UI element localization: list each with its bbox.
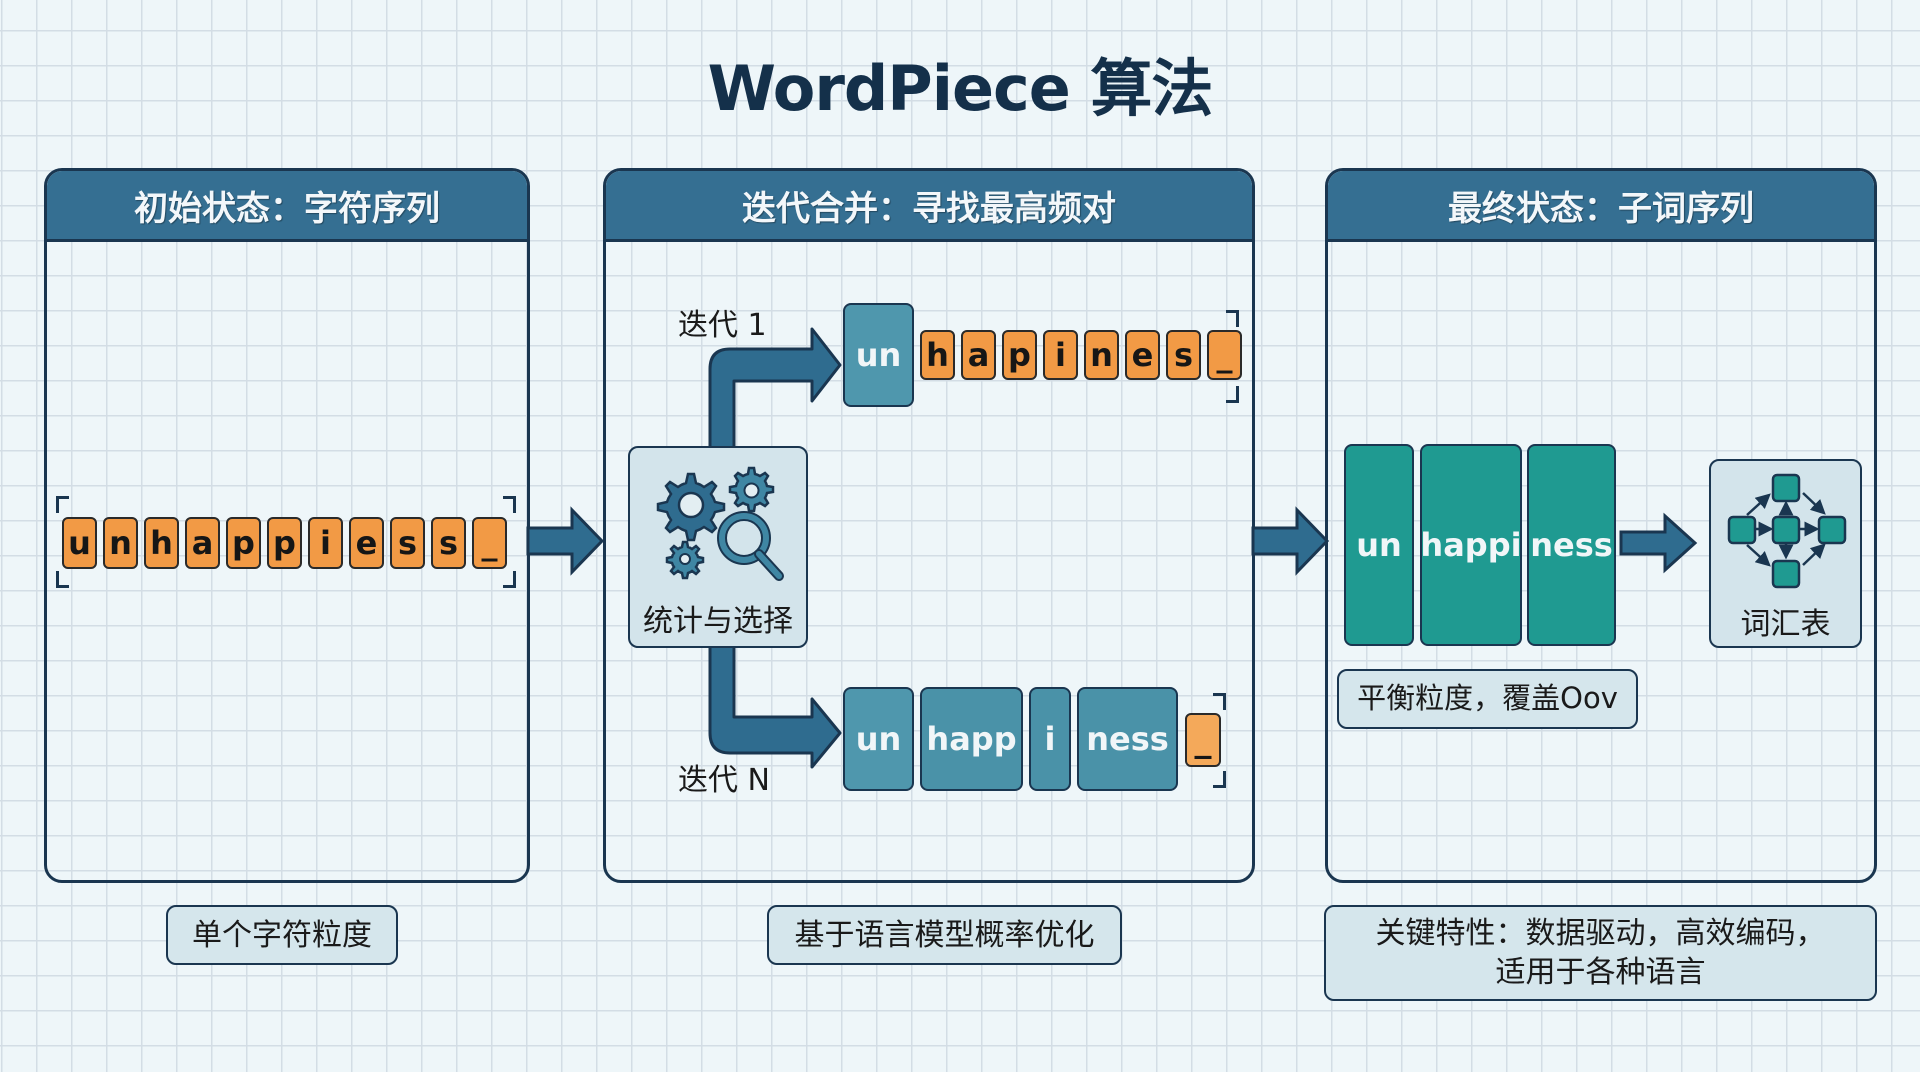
panel-final-state: 最终状态：子词序列	[1325, 168, 1877, 883]
branch-arrow-up-icon	[708, 327, 842, 451]
initial-char-1: n	[103, 517, 138, 569]
panel-merge-header: 迭代合并：寻找最高频对	[606, 171, 1252, 242]
iter1-char-5: e	[1125, 330, 1160, 380]
token-ness-iterN: ness	[1077, 687, 1178, 791]
caption-final-line2: 适用于各种语言	[1495, 955, 1706, 990]
iter1-char-4: n	[1084, 330, 1119, 380]
bracket-iter1-bottom	[1226, 386, 1239, 403]
bracket-bottom-left	[56, 571, 69, 588]
initial-char-10: _	[472, 517, 507, 569]
bracket-iter1-top	[1226, 310, 1239, 327]
initial-char-0: u	[62, 517, 97, 569]
token-un-final: un	[1344, 444, 1414, 646]
page-title: WordPiece 算法	[707, 52, 1214, 125]
iter1-char-2: p	[1002, 330, 1037, 380]
panel-iterative-merge: 迭代合并：寻找最高频对	[603, 168, 1255, 883]
token-i-iterN: i	[1029, 687, 1071, 791]
caption-merge: 基于语言模型概率优化	[767, 905, 1122, 965]
note-balance-granularity: 平衡粒度，覆盖Oov	[1337, 669, 1638, 729]
initial-char-2: h	[144, 517, 179, 569]
stats-select-label: 统计与选择	[643, 604, 793, 639]
panel-initial-state: 初始状态：字符序列	[44, 168, 530, 883]
initial-char-4: p	[226, 517, 261, 569]
iteration-1-label: 迭代 1	[678, 308, 767, 343]
vocab-label: 词汇表	[1740, 607, 1831, 642]
iter1-char-1: a	[961, 330, 996, 380]
token-happi-final: happi	[1420, 444, 1522, 646]
iter1-char-3: i	[1043, 330, 1078, 380]
arrow-right-icon	[526, 506, 605, 576]
bracket-iterN-top	[1213, 693, 1226, 710]
stats-select-box: 统计与选择	[628, 446, 808, 648]
token-happ-iterN: happ	[920, 687, 1023, 791]
initial-char-5: p	[267, 517, 302, 569]
initial-char-9: s	[431, 517, 466, 569]
initial-char-7: e	[349, 517, 384, 569]
bracket-top-right	[503, 496, 516, 513]
initial-char-8: s	[390, 517, 425, 569]
token-ness-final: ness	[1527, 444, 1616, 646]
vocab-box: 词汇表	[1709, 459, 1862, 648]
char-underscore-iterN: _	[1185, 713, 1221, 767]
branch-arrow-down-icon	[708, 639, 842, 769]
token-un-iter1: un	[843, 303, 914, 407]
caption-final: 关键特性：数据驱动，高效编码， 适用于各种语言	[1324, 905, 1877, 1001]
caption-final-line1: 关键特性：数据驱动，高效编码，	[1375, 916, 1826, 951]
caption-initial: 单个字符粒度	[166, 905, 398, 965]
bracket-top-left	[56, 496, 69, 513]
bracket-iterN-bottom	[1213, 771, 1226, 788]
iter1-char-7: _	[1207, 330, 1242, 380]
bracket-bottom-right	[503, 571, 516, 588]
panel-final-header: 最终状态：子词序列	[1328, 171, 1874, 242]
iteration-n-label: 迭代 N	[678, 763, 770, 798]
iter1-char-0: h	[920, 330, 955, 380]
iter1-char-6: s	[1166, 330, 1201, 380]
initial-char-3: a	[185, 517, 220, 569]
initial-char-6: i	[308, 517, 343, 569]
arrow-to-vocab-icon	[1619, 512, 1698, 574]
arrow-right-icon	[1251, 506, 1330, 576]
panel-initial-header: 初始状态：字符序列	[47, 171, 527, 242]
gears-magnifier-icon	[656, 466, 784, 581]
token-un-iterN: un	[843, 687, 914, 791]
network-nodes-icon	[1727, 473, 1847, 589]
